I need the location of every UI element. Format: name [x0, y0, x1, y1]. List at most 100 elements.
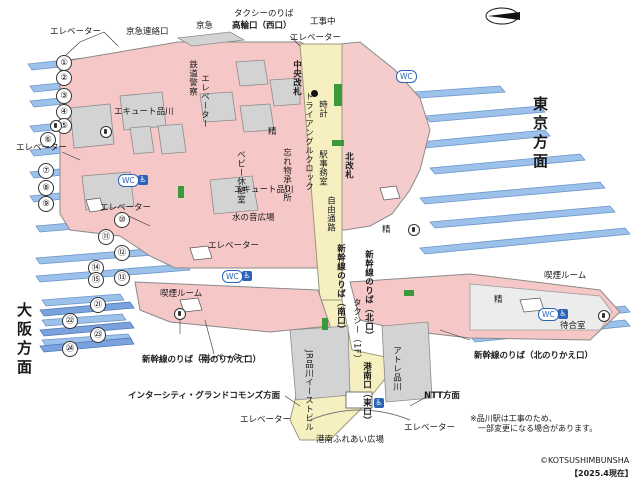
label-triangle-clock: トライアングルクロック: [303, 92, 314, 191]
leader-elevator-tl: [65, 31, 105, 56]
platform-strip-r4: [429, 153, 586, 175]
label-north-gate[interactable]: 北改札: [343, 152, 354, 179]
label-shinkansen-south-transfer[interactable]: 新幹線のりば（南のりかえ口）: [142, 355, 262, 365]
block-w3: [129, 125, 155, 155]
leader-shinkansen-north: [439, 329, 471, 341]
label-shinkansen-south[interactable]: 新幹線のりば（南口）: [335, 244, 346, 334]
gate-marker-4: [404, 290, 414, 296]
platform-number-24: ㉔: [62, 341, 78, 357]
platform-number-6: ⑥: [40, 132, 56, 148]
wc-icon-4: WC: [538, 308, 559, 321]
label-seisan-3: 精: [494, 295, 503, 305]
block-atre: [381, 321, 433, 403]
label-baby-room: ベビー休憩室: [235, 150, 246, 204]
platform-number-10: ⑩: [114, 212, 130, 228]
platform-strip-11: [41, 293, 125, 307]
label-smoking-right: 喫煙ルーム: [544, 271, 587, 281]
label-free-passage: 自由通路: [325, 196, 336, 232]
block-c1: [199, 91, 237, 123]
gate-markers: [178, 84, 414, 330]
label-elevator-left1: エレベーター: [16, 143, 68, 153]
label-central-gate[interactable]: 中央改札: [291, 60, 302, 96]
platform-strip-r7: [419, 227, 631, 255]
platform-strip-r5: [419, 181, 606, 205]
pointing-icon-4: [408, 224, 420, 236]
block-w4: [157, 123, 187, 155]
label-keikyu-gate: 京急連絡口: [126, 27, 169, 37]
label-seisan-1: 精: [268, 127, 277, 137]
building-blocks: [69, 31, 433, 403]
pointing-icon-5: [598, 310, 610, 322]
label-ecute-a: エキュート品川: [114, 107, 174, 117]
direction-osaka: 大阪方面: [15, 302, 33, 378]
label-intercity: インターシティ・グランドコモンズ方面: [128, 391, 281, 401]
direction-tokyo: 東京方面: [531, 96, 549, 172]
gate-marker-3: [178, 186, 184, 198]
escalator-1: [85, 197, 105, 213]
label-ecute-b: エキュート品川: [234, 185, 294, 195]
platform-number-12: ⑫: [114, 245, 130, 261]
platform-number-8: ⑧: [38, 180, 54, 196]
label-elevator-mid: エレベーター: [208, 241, 260, 251]
accessible-icon-2: ♿: [242, 271, 252, 281]
label-lost-found: 忘れ物承り所: [281, 148, 292, 202]
label-elevator-vertical: エレベーター: [199, 74, 210, 128]
pointing-icon-3: [174, 308, 186, 320]
construction-note-line2: 一部変更になる場合があります。: [478, 424, 598, 434]
platform-number-21: ㉑: [90, 297, 106, 313]
construction-note: ※品川駅は工事のため、 一部変更になる場合があります。: [470, 414, 597, 435]
label-konan-gate[interactable]: 港南口（東口）: [361, 362, 372, 425]
wc-icon-2: WC: [118, 174, 139, 187]
platform-number-13: ⑬: [114, 270, 130, 286]
label-construction: 工事中: [310, 17, 336, 27]
label-waiting-room: 待合室: [560, 321, 586, 331]
label-ntt: NTT方面: [424, 391, 460, 401]
label-keikyu: 京急: [196, 21, 214, 31]
block-c2: [239, 103, 275, 133]
label-jr-east-bldg: JR品川イーストビル: [303, 350, 314, 432]
clock-icon: [311, 90, 318, 97]
block-c3: [209, 175, 259, 215]
platform-number-22: ㉒: [62, 313, 78, 329]
label-shinkansen-north-transfer[interactable]: 新幹線のりば（北のりかえ口）: [474, 351, 594, 361]
platform-number-7: ⑦: [38, 163, 54, 179]
label-takanawa-gate: 高輪口（西口）: [232, 21, 292, 31]
platform-number-3: ③: [56, 88, 72, 104]
leader-intercity: [284, 395, 301, 407]
platform-strip-r1: [414, 85, 506, 99]
platform-number-11: ⑪: [98, 229, 114, 245]
label-elevator-bottom: エレベーター: [198, 353, 250, 363]
label-station-office: 駅事務室: [317, 150, 328, 186]
label-water-plaza: 水の音広場: [232, 213, 275, 223]
shinkansen-south-concourse: [134, 281, 331, 333]
shinkansen-tracks: [39, 301, 135, 353]
gate-marker-2: [332, 140, 344, 146]
north-arrow-icon: [485, 7, 520, 25]
leader-elevator-bottom: [204, 319, 215, 355]
platform-number-1: ①: [56, 55, 72, 71]
leader-elevator-top: [289, 35, 301, 47]
construction-note-line1: ※品川駅は工事のため、: [470, 414, 557, 423]
wc-icon-1: WC: [396, 70, 417, 83]
leader-elevator-left1: [61, 151, 81, 161]
block-jr-east: [289, 325, 351, 401]
copyright: ©KOTSUSHIMBUNSHA: [540, 456, 630, 465]
escalators: [85, 185, 545, 313]
gate-marker-5: [322, 318, 328, 330]
platform-number-9: ⑨: [38, 196, 54, 212]
label-seisan-2: 精: [382, 225, 391, 235]
pointing-icon-2: [100, 126, 112, 138]
platform-number-23: ㉓: [90, 327, 106, 343]
gate-central: [334, 84, 342, 106]
escalator-2: [189, 245, 213, 261]
label-shinkansen-north[interactable]: 新幹線のりば（北口）: [363, 250, 374, 340]
label-elevator-top: エレベーター: [290, 33, 342, 43]
platform-number-15: ⑮: [88, 272, 104, 288]
accessible-icon-3: ♿: [558, 309, 568, 319]
block-c5: [269, 77, 301, 107]
label-taxi-1f: タクシー（1F）: [351, 298, 362, 364]
label-smoking-left: 喫煙ルーム: [160, 289, 203, 299]
platform-strip-10: [35, 263, 191, 283]
